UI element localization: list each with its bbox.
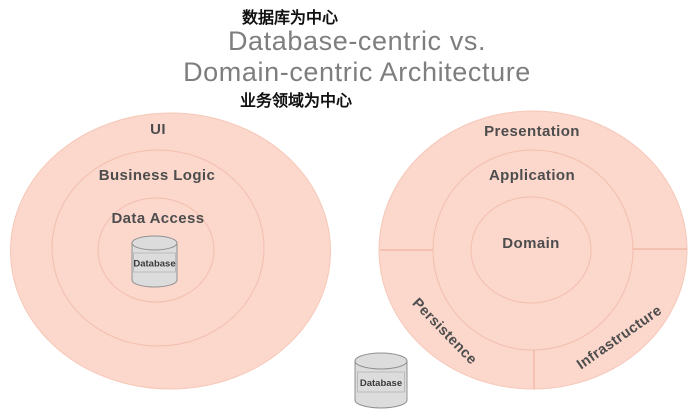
cylinder-top xyxy=(354,352,408,370)
domain-centric-diagram: Presentation Application Domain Persiste… xyxy=(354,110,688,409)
left-ring-label-data-access: Data Access xyxy=(111,210,204,227)
cylinder-body xyxy=(131,243,178,288)
left-ring-label-ui: UI xyxy=(150,121,166,138)
left-middle-ring xyxy=(51,149,265,347)
right-database-label: Database xyxy=(360,378,402,389)
right-inner-ring xyxy=(470,196,592,304)
title-line-1: Database-centric vs. xyxy=(227,26,487,56)
right-outer-circle xyxy=(378,110,688,390)
cylinder-top xyxy=(131,235,178,251)
right-database-cylinder-icon: Database xyxy=(354,352,408,409)
right-ring-label-application: Application xyxy=(489,167,575,184)
title-line-2: Domain-centric Architecture xyxy=(183,57,531,87)
right-ring-label-domain: Domain xyxy=(502,235,559,252)
left-database-cylinder-icon: Database xyxy=(131,235,178,288)
right-ring-label-presentation: Presentation xyxy=(484,123,580,140)
left-database-label: Database xyxy=(133,259,175,270)
cylinder-label-box xyxy=(133,252,176,273)
cylinder-label-box xyxy=(357,371,405,393)
left-inner-ring xyxy=(97,197,215,303)
page-title: Database-centric vs. Domain-centric Arch… xyxy=(183,26,531,88)
database-centric-diagram: UI Business Logic Data Access Database xyxy=(10,112,331,390)
left-ring-label-business-logic: Business Logic xyxy=(99,167,215,184)
chinese-caption-database-centric: 数据库为中心 xyxy=(241,10,339,27)
chinese-caption-domain-centric: 业务领域为中心 xyxy=(239,93,353,110)
cylinder-body xyxy=(354,361,408,409)
